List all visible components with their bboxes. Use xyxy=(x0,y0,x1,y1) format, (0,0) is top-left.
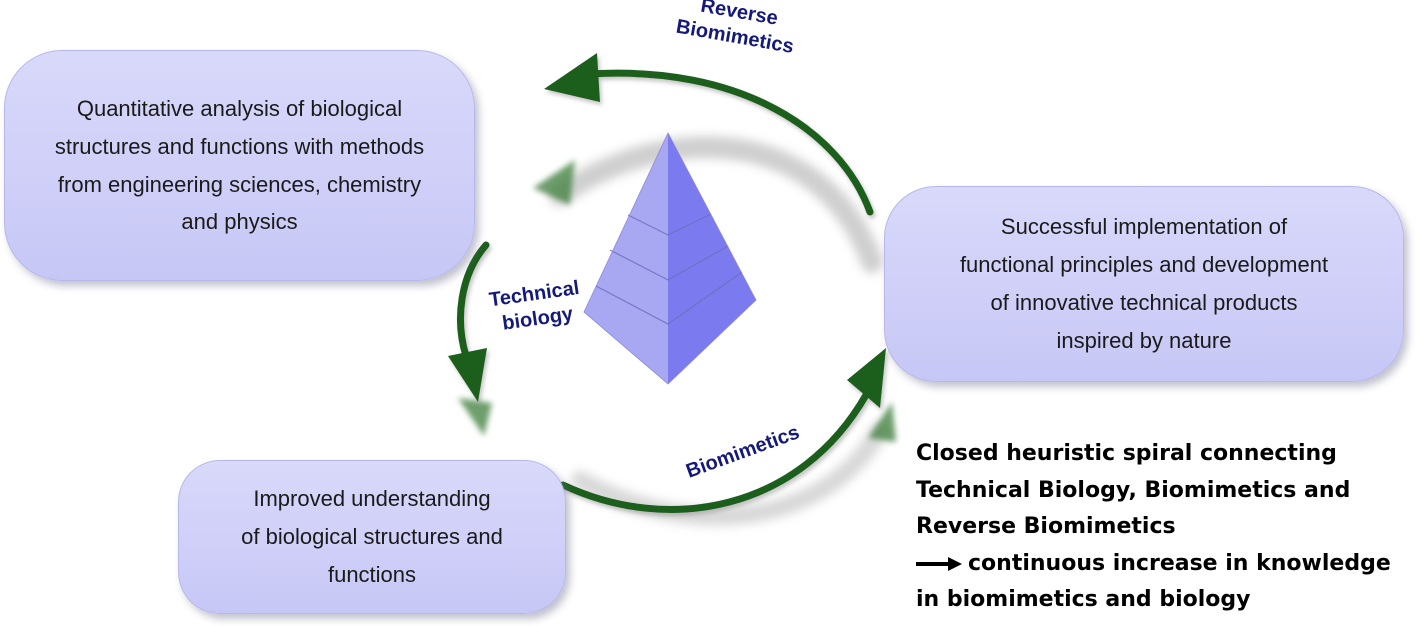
caption: Closed heuristic spiral connecting Techn… xyxy=(916,436,1425,619)
successful-implementation-line-1: Successful implementation of xyxy=(1000,214,1288,240)
reverse-biomimetics-arrow xyxy=(544,53,874,216)
pyramid-right-face xyxy=(668,133,756,384)
pyramid-icon xyxy=(583,132,757,385)
ghost-arrowhead-left xyxy=(533,160,575,205)
improved-understanding-line-2: of biological structures and xyxy=(241,524,503,550)
ghost-arrowhead-bottom xyxy=(458,398,492,436)
cycle-arrows xyxy=(448,53,886,513)
technical-biology-arrowhead xyxy=(448,348,487,402)
quantitative-analysis-box: Quantitative analysis of biological stru… xyxy=(4,50,475,281)
quantitative-analysis-line-3: from engineering sciences, chemistry xyxy=(57,171,422,197)
successful-implementation-line-2: functional principles and development xyxy=(959,252,1329,278)
ghost-arrowheads xyxy=(458,160,896,442)
quantitative-analysis-line-1: Quantitative analysis of biological xyxy=(76,95,403,121)
caption-line-2: Technical Biology, Biomimetics and xyxy=(916,477,1351,503)
biomimetics-arrowhead xyxy=(847,348,886,408)
reverse-biomimetics-arrowhead xyxy=(544,53,600,102)
caption-line-4-wrapper: continuous increase in knowledge xyxy=(916,546,1425,583)
biomimetics-arrow xyxy=(559,348,886,513)
quantitative-analysis-line-2: structures and functions with methods xyxy=(54,133,425,159)
successful-implementation-line-4: inspired by nature xyxy=(1056,327,1232,353)
improved-understanding-line-3: functions xyxy=(327,561,417,587)
quantitative-analysis-line-4: and physics xyxy=(181,209,298,235)
successful-implementation-box: Successful implementation of functional … xyxy=(884,186,1404,382)
caption-line-1: Closed heuristic spiral connecting xyxy=(916,441,1337,466)
improved-understanding-line-1: Improved understanding xyxy=(253,486,491,512)
improved-understanding-box: Improved understanding of biological str… xyxy=(178,460,566,614)
caption-line-3: Reverse Biomimetics xyxy=(916,514,1176,539)
technical-biology-arrow xyxy=(448,241,490,402)
caption-line-5: in biomimetics and biology xyxy=(916,587,1251,612)
right-arrow-icon xyxy=(916,546,962,583)
successful-implementation-line-3: of innovative technical products xyxy=(990,290,1298,315)
ghost-arrowhead-right xyxy=(868,402,896,442)
ghost-spiral xyxy=(549,136,889,526)
caption-line-4: continuous increase in knowledge xyxy=(968,550,1391,576)
pyramid-level-lines xyxy=(595,213,743,325)
